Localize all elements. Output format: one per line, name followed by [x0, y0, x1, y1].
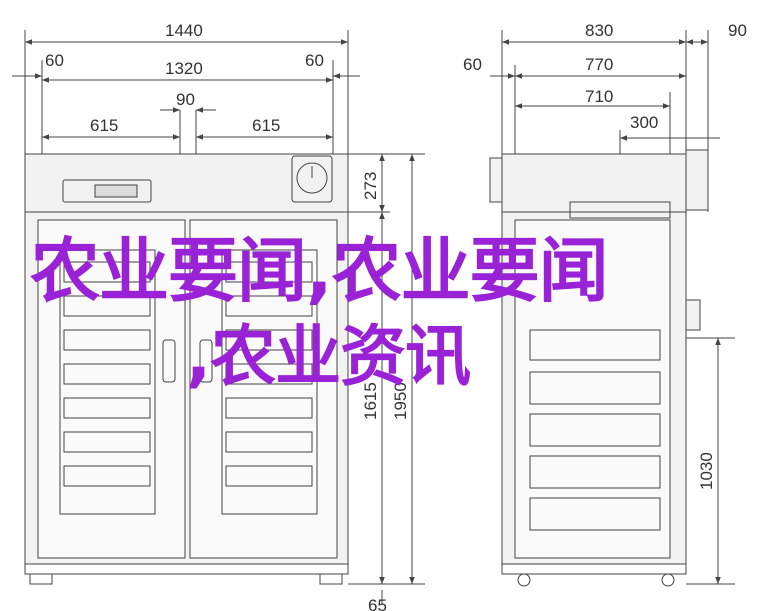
front-horizontal-dims [12, 39, 360, 140]
dim-300: 300 [630, 113, 658, 132]
side-drawers [529, 329, 661, 531]
side-compressor [569, 201, 671, 219]
side-base [501, 563, 687, 575]
dim-615-left: 615 [90, 116, 118, 135]
front-cabinet-top [24, 153, 349, 213]
side-cabinet-top [501, 153, 687, 213]
dim-710: 710 [585, 87, 613, 106]
front-view [24, 30, 349, 585]
chart-recorder [291, 155, 333, 203]
side-view [489, 30, 709, 587]
side-dims [490, 39, 735, 585]
dim-90-side: 90 [728, 21, 747, 40]
left-door [37, 219, 186, 559]
left-drawers [63, 261, 151, 487]
left-handle [162, 339, 176, 383]
dim-615-right: 615 [252, 116, 280, 135]
dim-1030: 1030 [697, 452, 716, 490]
dim-60-left: 60 [45, 51, 64, 70]
dim-60-right: 60 [305, 51, 324, 70]
dim-1615: 1615 [361, 382, 380, 420]
dim-830: 830 [585, 21, 613, 40]
front-vertical-dims [348, 153, 425, 604]
dim-273: 273 [361, 172, 380, 200]
front-base [24, 563, 349, 575]
right-door [189, 219, 338, 559]
dim-1440: 1440 [165, 21, 203, 40]
right-drawers [225, 261, 313, 487]
right-handle [199, 339, 213, 383]
dim-1950: 1950 [391, 382, 410, 420]
dim-65: 65 [368, 596, 387, 611]
dim-770: 770 [585, 55, 613, 74]
dim-60-side: 60 [463, 55, 482, 74]
control-panel [62, 179, 152, 203]
dim-1320: 1320 [165, 59, 203, 78]
dim-90: 90 [176, 90, 195, 109]
